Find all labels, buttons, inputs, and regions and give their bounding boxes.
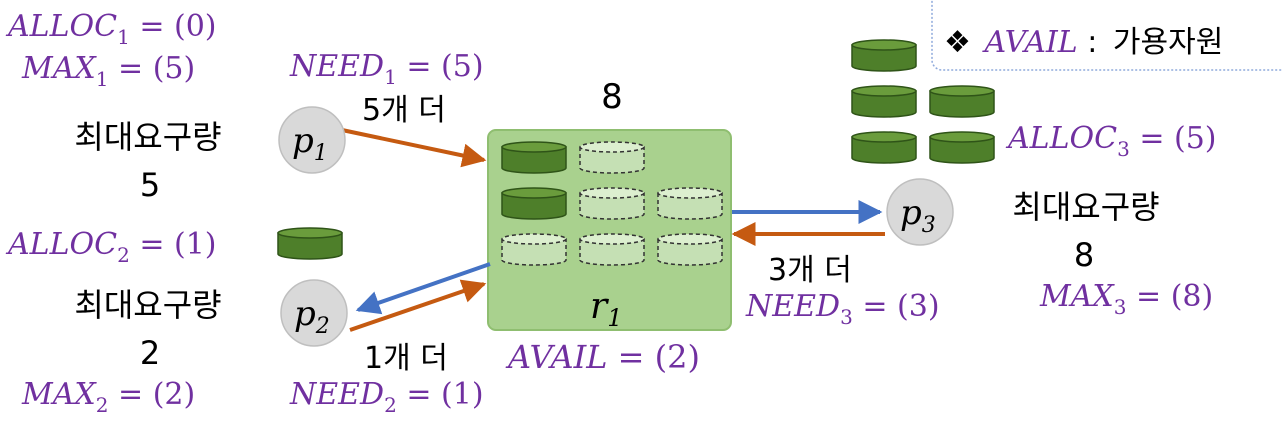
p3-need: NEED3 = (3) [745, 289, 940, 329]
resource-box [487, 129, 732, 331]
p2-max-value: 2 [140, 334, 160, 372]
p1-label: p1 [292, 121, 328, 166]
process-p3: p3 [886, 178, 954, 246]
legend-term: AVAIL [981, 25, 1077, 60]
p1-request-arrow [341, 128, 487, 168]
p1-request-label: 5개 더 [362, 93, 446, 128]
legend-desc: 가용자원 [1113, 25, 1223, 60]
allocated-disk [501, 141, 567, 174]
free-disk [501, 233, 567, 266]
resource-disks [501, 141, 723, 266]
p3-max-value: 8 [1074, 236, 1094, 274]
p3-disk [929, 131, 995, 164]
p3-alloc: ALLOC3 = (5) [1005, 121, 1217, 161]
legend-colon: : [1087, 25, 1097, 60]
p2-request-arrow [349, 279, 487, 332]
p3-disk [929, 85, 995, 118]
p1-need: NEED1 = (5) [289, 49, 484, 89]
free-disk [579, 141, 645, 174]
free-disk [657, 187, 723, 220]
p2-allocated-disks [277, 227, 343, 260]
free-disk [657, 233, 723, 266]
process-p1: p1 [278, 106, 346, 174]
p3-disk [851, 39, 917, 72]
p2-max-text: 최대요구량 [74, 286, 221, 324]
p3-disk [851, 131, 917, 164]
p2-need: NEED2 = (1) [289, 377, 484, 417]
p2-grant-arrow [355, 262, 491, 315]
resource-label: r1 [590, 286, 623, 332]
p3-allocated-disks [851, 39, 995, 164]
free-disk [579, 187, 645, 220]
p2-max: MAX2 = (2) [21, 377, 195, 417]
p2-alloc: ALLOC2 = (1) [5, 227, 217, 267]
p1-max: MAX1 = (5) [21, 51, 195, 91]
resource-total: 8 [601, 77, 623, 117]
p2-request-label: 1개 더 [364, 341, 448, 376]
p1-max-text: 최대요구량 [74, 118, 221, 156]
p1-max-value: 5 [140, 166, 160, 204]
p2-label: p2 [294, 294, 330, 339]
process-p2: p2 [280, 279, 348, 347]
p3-disk [851, 85, 917, 118]
svg-text:❖ AVAIL : 가용: ❖ AVAIL : 가용자원 [944, 25, 1223, 60]
allocated-disk [501, 187, 567, 220]
p1-alloc: ALLOC1 = (0) [5, 9, 217, 49]
resource-r1: r1 [487, 129, 732, 332]
free-disk [579, 233, 645, 266]
legend-bullet: ❖ [944, 25, 971, 60]
p3-max: MAX3 = (8) [1039, 279, 1213, 319]
p3-max-text: 최대요구량 [1012, 188, 1159, 226]
p3-request-label: 3개 더 [768, 253, 852, 288]
legend-box: ❖ AVAIL : 가용자원 [931, 0, 1282, 71]
p3-label: p3 [900, 193, 936, 238]
avail-value: AVAIL = (2) [505, 338, 700, 376]
p2-disk [277, 227, 343, 260]
